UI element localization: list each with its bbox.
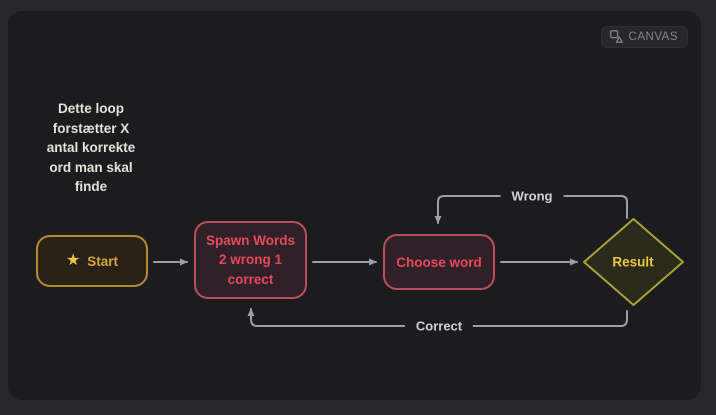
edge-label-correct[interactable]: Correct [404,317,474,335]
note-line: ord man skal [49,159,133,175]
canvas-badge-label: CANVAS [628,30,678,43]
flow-edges-layer [153,195,684,327]
spawn-words-line: 2 wrong 1 [218,252,282,268]
result-node-shape[interactable] [583,218,684,306]
note-line: forstætter X [52,120,130,136]
start-node-label: Start [87,253,119,269]
result-node-label[interactable]: Result [612,254,654,270]
start-node[interactable]: ★ Start [36,235,148,287]
choose-word-node[interactable]: Choose word [383,234,495,290]
spawn-words-line: Spawn Words [205,232,295,248]
note-line: antal korrekte [46,140,136,155]
shapes-icon [609,30,623,43]
choose-word-label: Choose word [396,254,482,270]
canvas-panel[interactable]: Dette loop forstætter X antal korrekte o… [8,11,701,400]
note-text[interactable]: Dette loop forstætter X antal korrekte o… [29,99,153,197]
canvas-badge[interactable]: CANVAS [600,26,688,48]
note-line: finde [74,179,108,194]
star-icon: ★ [65,252,81,269]
spawn-words-node[interactable]: Spawn Words 2 wrong 1 correct [194,221,307,299]
note-line: Dette loop [58,101,124,116]
spawn-words-line: correct [227,271,274,287]
edge-label-wrong[interactable]: Wrong [500,187,564,205]
